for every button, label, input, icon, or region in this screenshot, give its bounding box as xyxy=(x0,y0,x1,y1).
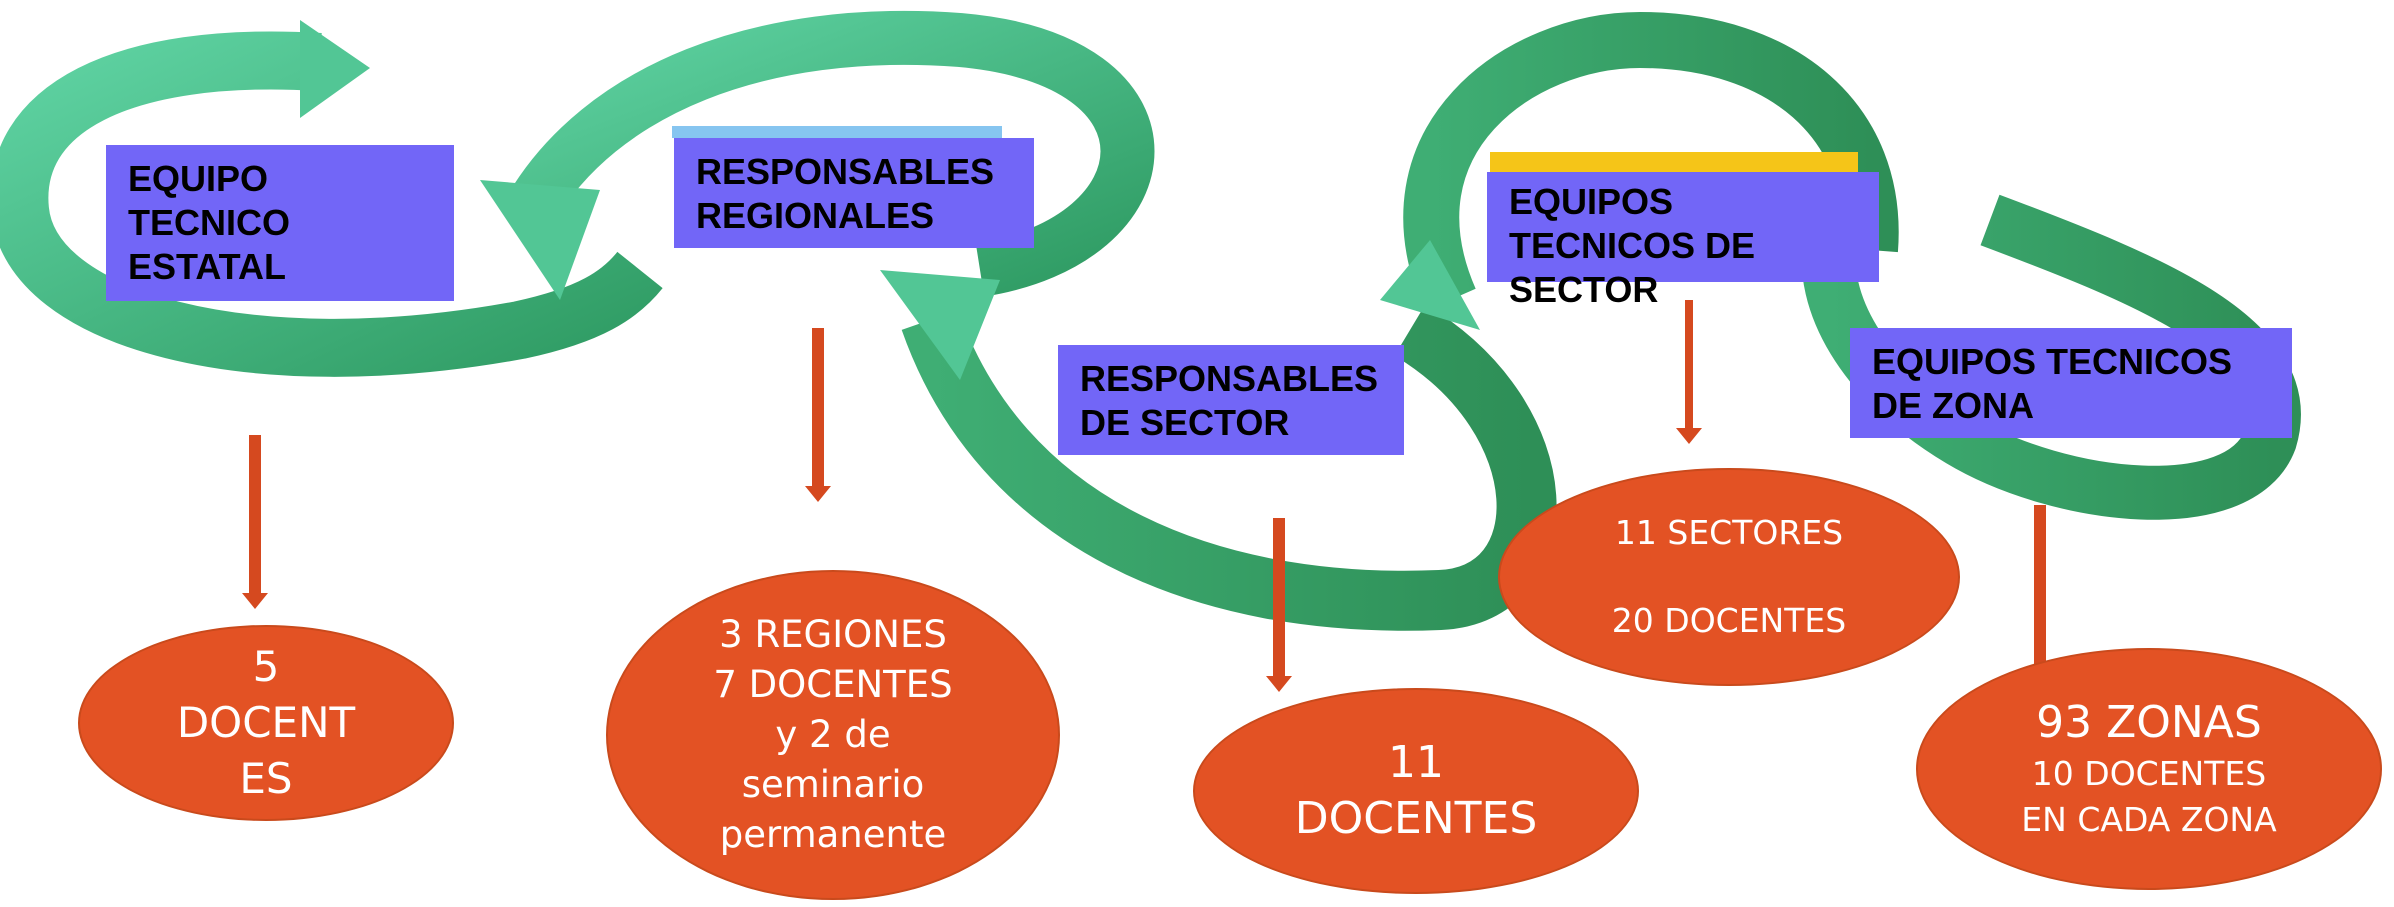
down-arrow-regionales xyxy=(812,328,824,488)
loop-arrowhead-1 xyxy=(300,20,370,118)
down-arrow-equipos-sector xyxy=(1685,300,1693,430)
count-text: 5 xyxy=(252,642,280,691)
count-text: DOCENTES xyxy=(1294,793,1538,844)
count-oval-resp-sector: 11 DOCENTES xyxy=(1193,688,1639,894)
role-text: RESPONSABLES xyxy=(696,151,995,192)
count-text: 11 xyxy=(1388,737,1444,788)
role-text: REGIONALES xyxy=(696,195,935,236)
connector-equipos-zona xyxy=(2034,505,2046,670)
count-text: DOCENT xyxy=(176,698,356,747)
count-text: 10 DOCENTES xyxy=(2031,754,2267,793)
loop-arrow-4 xyxy=(1403,11,1899,312)
down-arrow-resp-sector xyxy=(1273,518,1285,678)
count-oval-equipos-zona: 93 ZONAS 10 DOCENTES EN CADA ZONA xyxy=(1916,648,2382,890)
role-box-estatal: EQUIPO TECNICO ESTATAL xyxy=(106,145,454,301)
count-text: permanente xyxy=(719,813,947,856)
down-arrow-estatal xyxy=(249,435,261,595)
count-text: ES xyxy=(239,754,293,803)
count-text: 20 DOCENTES xyxy=(1611,601,1847,640)
role-text: DE SECTOR xyxy=(1080,402,1290,443)
loop-arrow-3 xyxy=(901,304,1557,631)
role-box-equipos-zona: EQUIPOS TECNICOS DE ZONA xyxy=(1850,328,2292,438)
role-text: DE ZONA xyxy=(1872,385,2034,426)
accent-strip-sector xyxy=(1490,152,1858,172)
role-text: EQUIPO xyxy=(128,158,269,199)
role-text: EQUIPOS xyxy=(1509,181,1674,222)
count-text: seminario xyxy=(741,763,925,806)
count-text: y 2 de xyxy=(775,713,891,756)
count-text: 93 ZONAS xyxy=(2036,697,2262,748)
count-text: EN CADA ZONA xyxy=(2021,800,2277,839)
loop-arrowhead-4 xyxy=(1380,240,1480,330)
role-text: SECTOR xyxy=(1509,269,1659,310)
count-oval-equipos-sector: 11 SECTORES 20 DOCENTES xyxy=(1498,468,1960,686)
loop-arrow-1 xyxy=(0,31,663,377)
count-oval-regionales: 3 REGIONES 7 DOCENTES y 2 de seminario p… xyxy=(606,570,1060,900)
loop-arrowhead-2 xyxy=(480,180,600,300)
role-text: ESTATAL xyxy=(128,246,286,287)
role-text: RESPONSABLES xyxy=(1080,358,1379,399)
role-box-equipos-sector: EQUIPOS TECNICOS DE SECTOR xyxy=(1487,172,1879,310)
role-text: EQUIPOS TECNICOS xyxy=(1872,341,2233,382)
role-text: TECNICOS DE xyxy=(1509,225,1756,266)
count-oval-estatal: 5 DOCENT ES xyxy=(78,625,454,821)
role-box-regionales: RESPONSABLES REGIONALES xyxy=(674,138,1034,248)
role-text: TECNICO xyxy=(128,202,290,243)
loop-arrowhead-3 xyxy=(880,270,1000,380)
role-box-resp-sector: RESPONSABLES DE SECTOR xyxy=(1058,345,1404,455)
accent-strip-regional xyxy=(672,126,1002,138)
count-text: 3 REGIONES xyxy=(719,613,947,656)
count-text: 11 SECTORES xyxy=(1614,513,1844,552)
loop-arrow-2 xyxy=(506,10,1155,297)
count-text: 7 DOCENTES xyxy=(713,663,953,706)
